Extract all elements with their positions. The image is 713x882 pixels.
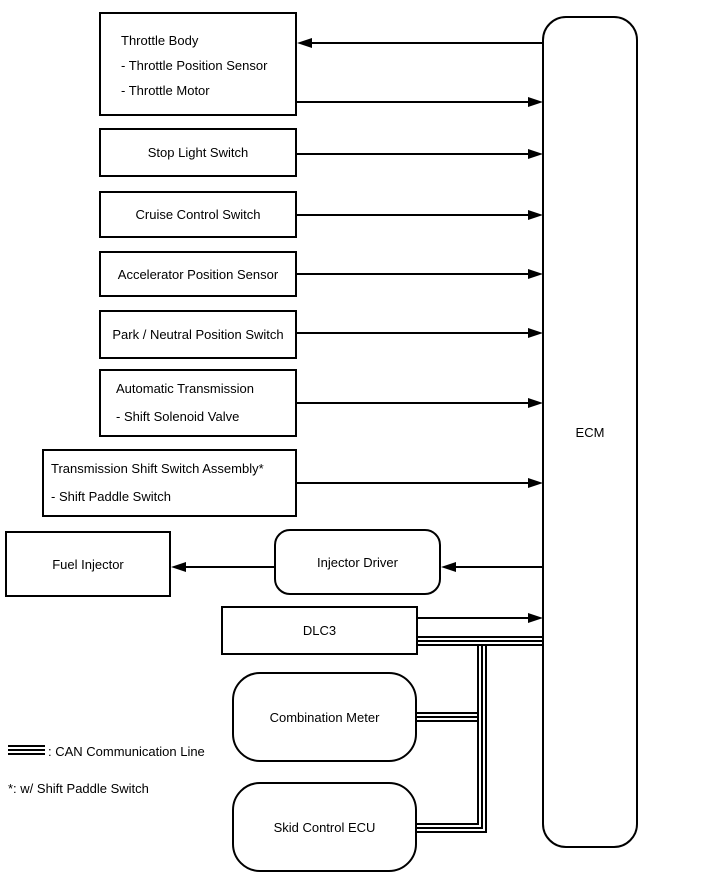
can-line-skid-control-middle bbox=[417, 827, 483, 829]
can-line-skid-control-bottom bbox=[417, 831, 487, 833]
can-line-dlc3-ecm-bottom bbox=[418, 644, 543, 646]
arrowhead-dlc3-to-ecm bbox=[528, 613, 543, 623]
automatic-transmission-box: Automatic Transmission - Shift Solenoid … bbox=[99, 369, 297, 437]
shift-paddle-footnote: *: w/ Shift Paddle Switch bbox=[8, 781, 149, 796]
arrowhead-park-neutral-position-switch-to-ecm bbox=[528, 328, 543, 338]
can-line-icon-middle bbox=[8, 749, 45, 751]
line-accelerator-position-sensor-to-ecm bbox=[297, 273, 529, 275]
stop-light-switch-label: Stop Light Switch bbox=[147, 145, 249, 160]
can-line-icon-top bbox=[8, 745, 45, 747]
line-cruise-control-switch-to-ecm bbox=[297, 214, 529, 216]
cruise-control-switch-label: Cruise Control Switch bbox=[135, 207, 261, 222]
arrowhead-throttle-body-to-ecm bbox=[528, 97, 543, 107]
can-bus-vertical-left bbox=[477, 645, 479, 825]
arrowhead-accelerator-position-sensor-to-ecm bbox=[528, 269, 543, 279]
can-bus-vertical-right bbox=[485, 645, 487, 833]
skid-control-ecu-label: Skid Control ECU bbox=[273, 819, 376, 835]
throttle-body-title: Throttle Body bbox=[121, 33, 199, 48]
line-ecm-to-throttle-body bbox=[310, 42, 543, 44]
ecm-label: ECM bbox=[575, 424, 605, 440]
throttle-body-box: Throttle Body - Throttle Position Sensor… bbox=[99, 12, 297, 116]
can-legend-label: : CAN Communication Line bbox=[48, 744, 205, 759]
line-transmission-shift-switch-to-ecm bbox=[297, 482, 529, 484]
transmission-shift-switch-assembly-title: Transmission Shift Switch Assembly* bbox=[51, 461, 264, 476]
stop-light-switch-box: Stop Light Switch bbox=[99, 128, 297, 177]
throttle-position-sensor-line: - Throttle Position Sensor bbox=[121, 58, 268, 73]
arrowhead-stop-light-switch-to-ecm bbox=[528, 149, 543, 159]
shift-solenoid-valve-line: - Shift Solenoid Valve bbox=[116, 409, 240, 424]
shift-paddle-switch-line: - Shift Paddle Switch bbox=[51, 489, 171, 504]
accelerator-position-sensor-label: Accelerator Position Sensor bbox=[117, 266, 279, 282]
ecm-box: ECM bbox=[542, 16, 638, 848]
line-dlc3-to-ecm bbox=[418, 617, 529, 619]
transmission-shift-switch-assembly-box: Transmission Shift Switch Assembly* - Sh… bbox=[42, 449, 297, 517]
cruise-control-switch-box: Cruise Control Switch bbox=[99, 191, 297, 238]
line-ecm-to-injector-driver bbox=[454, 566, 543, 568]
injector-driver-box: Injector Driver bbox=[274, 529, 441, 595]
can-line-combination-meter-bottom bbox=[417, 720, 478, 722]
can-line-combination-meter-top bbox=[417, 712, 478, 714]
throttle-motor-line: - Throttle Motor bbox=[121, 83, 210, 98]
can-line-icon-bottom bbox=[8, 753, 45, 755]
line-injector-driver-to-fuel-injector bbox=[184, 566, 274, 568]
arrowhead-cruise-control-switch-to-ecm bbox=[528, 210, 543, 220]
combination-meter-box: Combination Meter bbox=[232, 672, 417, 762]
accelerator-position-sensor-box: Accelerator Position Sensor bbox=[99, 251, 297, 297]
park-neutral-position-switch-label: Park / Neutral Position Switch bbox=[112, 327, 284, 342]
skid-control-ecu-box: Skid Control ECU bbox=[232, 782, 417, 872]
can-line-combination-meter-middle bbox=[417, 716, 478, 718]
park-neutral-position-switch-box: Park / Neutral Position Switch bbox=[99, 310, 297, 359]
can-bus-vertical-middle bbox=[481, 645, 483, 829]
line-automatic-transmission-to-ecm bbox=[297, 402, 529, 404]
combination-meter-label: Combination Meter bbox=[269, 709, 380, 725]
arrowhead-automatic-transmission-to-ecm bbox=[528, 398, 543, 408]
can-line-skid-control-top bbox=[417, 823, 479, 825]
can-line-dlc3-ecm-middle bbox=[418, 640, 543, 642]
arrowhead-ecm-to-injector-driver bbox=[441, 562, 456, 572]
can-line-dlc3-ecm-top bbox=[418, 636, 543, 638]
injector-driver-label: Injector Driver bbox=[317, 554, 398, 570]
fuel-injector-label: Fuel Injector bbox=[52, 556, 124, 572]
dlc3-label: DLC3 bbox=[302, 623, 337, 638]
line-park-neutral-position-switch-to-ecm bbox=[297, 332, 529, 334]
dlc3-box: DLC3 bbox=[221, 606, 418, 655]
line-throttle-body-to-ecm bbox=[297, 101, 529, 103]
arrowhead-transmission-shift-switch-to-ecm bbox=[528, 478, 543, 488]
arrowhead-ecm-to-throttle-body bbox=[297, 38, 312, 48]
line-stop-light-switch-to-ecm bbox=[297, 153, 529, 155]
arrowhead-injector-driver-to-fuel-injector bbox=[171, 562, 186, 572]
fuel-injector-box: Fuel Injector bbox=[5, 531, 171, 597]
automatic-transmission-title: Automatic Transmission bbox=[116, 381, 254, 396]
